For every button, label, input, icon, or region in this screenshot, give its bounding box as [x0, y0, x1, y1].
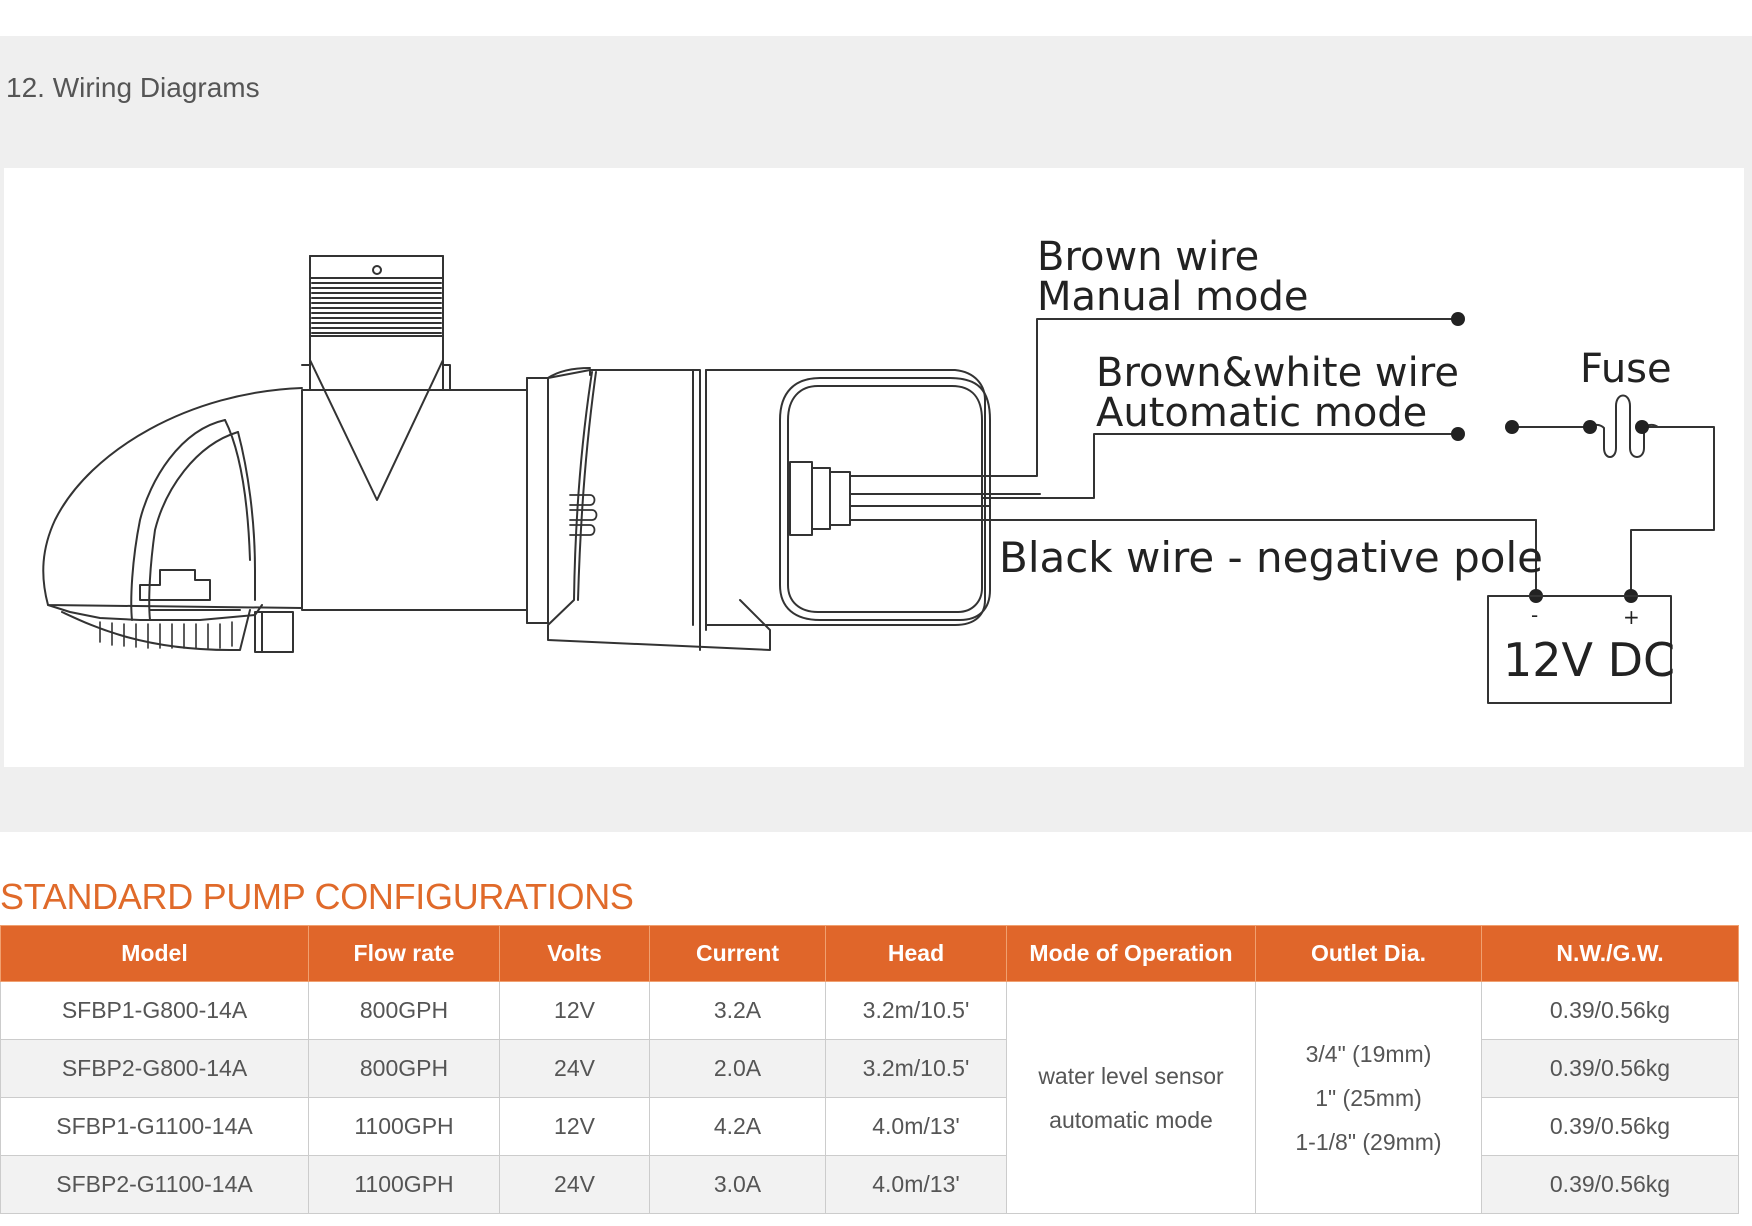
volts-cell: 24V: [499, 1155, 650, 1214]
brown-wire-label: Brown wire: [1037, 234, 1259, 280]
weight-cell: 0.39/0.56kg: [1481, 1155, 1739, 1214]
mode-line: automatic mode: [1049, 1106, 1213, 1133]
battery-label: 12V DC: [1503, 633, 1675, 687]
pump-illustration: [42, 255, 1537, 653]
head-cell: 4.0m/13': [825, 1155, 1007, 1214]
weight-cell: 0.39/0.56kg: [1481, 981, 1739, 1040]
brown-white-wire-label: Brown&white wire: [1096, 350, 1459, 396]
volts-cell: 12V: [499, 981, 650, 1040]
table-row: SFBP1-G1100-14A 1100GPH 12V 4.2A 4.0m/13…: [0, 1097, 1739, 1156]
negative-terminal-sign: -: [1531, 603, 1538, 627]
current-cell: 4.2A: [649, 1097, 826, 1156]
table-row: SFBP1-G800-14A 800GPH 12V 3.2A 3.2m/10.5…: [0, 981, 1739, 1214]
mode-of-operation-cell: water level sensor automatic mode: [1006, 981, 1256, 1214]
head-cell: 3.2m/10.5': [825, 981, 1007, 1040]
wiring-lines: [981, 318, 1715, 597]
column-header: Current: [649, 925, 826, 982]
weight-cell: 0.39/0.56kg: [1481, 1097, 1739, 1156]
weight-cell: 0.39/0.56kg: [1481, 1039, 1739, 1098]
model-cell: SFBP1-G800-14A: [0, 981, 309, 1040]
positive-terminal-sign: +: [1623, 605, 1640, 629]
table-header-row: Model Flow rate Volts Current Head Mode …: [0, 925, 1739, 982]
outlet-dia-cell: 3/4" (19mm) 1" (25mm) 1-1/8" (29mm): [1255, 981, 1482, 1214]
battery-box: [1487, 595, 1672, 704]
column-header: N.W./G.W.: [1481, 925, 1739, 982]
model-cell: SFBP1-G1100-14A: [0, 1097, 309, 1156]
section-heading: 12. Wiring Diagrams: [6, 72, 260, 103]
flow-rate-cell: 800GPH: [308, 981, 500, 1040]
volts-cell: 24V: [499, 1039, 650, 1098]
outlet-line: 1" (25mm): [1315, 1084, 1422, 1111]
model-cell: SFBP2-G800-14A: [0, 1039, 309, 1098]
flow-rate-cell: 1100GPH: [308, 1097, 500, 1156]
model-cell: SFBP2-G1100-14A: [0, 1155, 309, 1214]
head-cell: 4.0m/13': [825, 1097, 1007, 1156]
column-header: Model: [0, 925, 309, 982]
table-row: SFBP2-G800-14A 800GPH 24V 2.0A 3.2m/10.5…: [0, 1039, 1739, 1098]
configurations-table: Model Flow rate Volts Current Head Mode …: [0, 925, 1739, 1214]
column-header: Volts: [499, 925, 650, 982]
flow-rate-cell: 800GPH: [308, 1039, 500, 1098]
black-wire-label: Black wire - negative pole: [999, 533, 1543, 582]
configurations-title: STANDARD PUMP CONFIGURATIONS: [0, 876, 634, 917]
mode-line: water level sensor: [1038, 1062, 1224, 1089]
table-row: SFBP2-G1100-14A 1100GPH 24V 3.0A 4.0m/13…: [0, 1155, 1739, 1214]
head-cell: 3.2m/10.5': [825, 1039, 1007, 1098]
column-header: Outlet Dia.: [1255, 925, 1482, 982]
wiring-diagram: Brown wire Manual mode Brown&white wire …: [4, 168, 1744, 767]
automatic-mode-label: Automatic mode: [1096, 390, 1427, 436]
fuse-label: Fuse: [1580, 346, 1672, 392]
column-header: Flow rate: [308, 925, 500, 982]
outlet-line: 1-1/8" (29mm): [1295, 1128, 1442, 1155]
volts-cell: 12V: [499, 1097, 650, 1156]
current-cell: 3.2A: [649, 981, 826, 1040]
column-header: Head: [825, 925, 1007, 982]
current-cell: 3.0A: [649, 1155, 826, 1214]
flow-rate-cell: 1100GPH: [308, 1155, 500, 1214]
column-header: Mode of Operation: [1006, 925, 1256, 982]
current-cell: 2.0A: [649, 1039, 826, 1098]
outlet-line: 3/4" (19mm): [1305, 1040, 1432, 1067]
manual-mode-label: Manual mode: [1037, 274, 1309, 320]
